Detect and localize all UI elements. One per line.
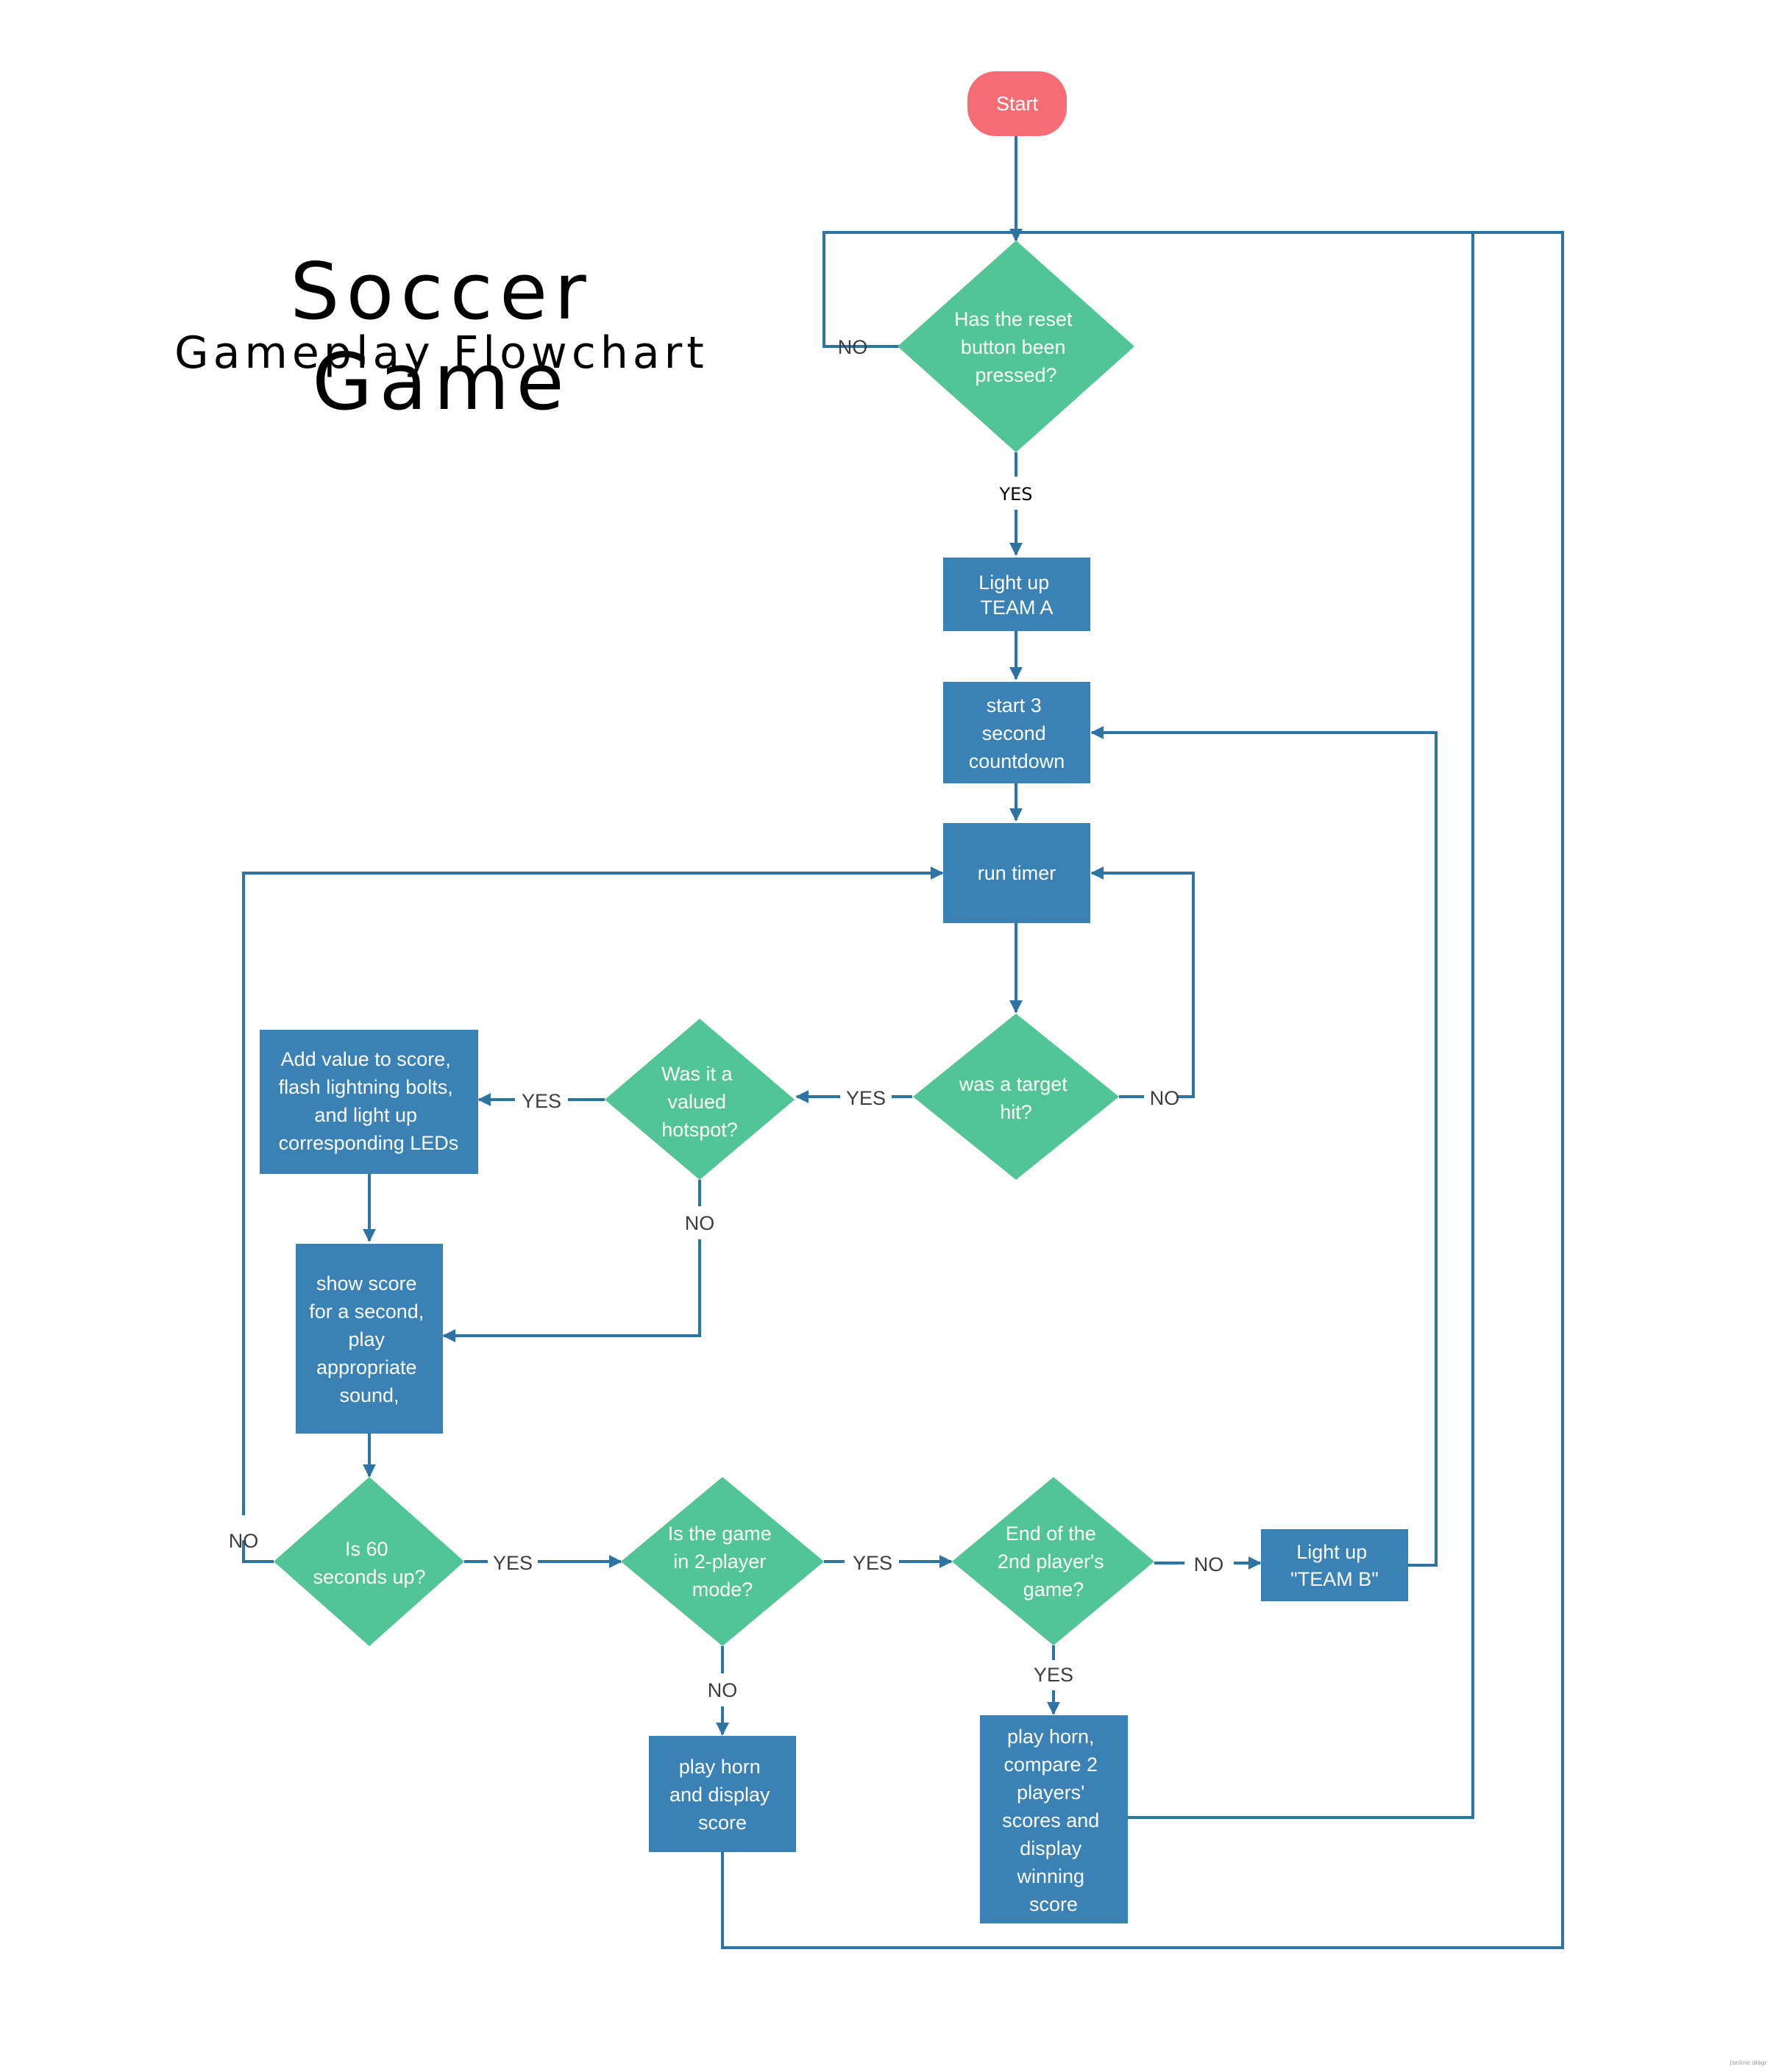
light-team-a-process: Light up TEAM A [943,558,1090,631]
end-second-game-decision-shape [952,1477,1154,1645]
footer-watermark: [online diagr [1730,2059,1767,2066]
target-hit-decision: was a target hit? [913,1014,1119,1180]
countdown-process: start 3 second countdown [943,682,1090,783]
sixty-seconds-decision-shape [274,1477,464,1646]
show-score-process: show score for a second, play appropriat… [296,1244,443,1434]
horn-display-text: play horn and display score [669,1756,775,1834]
label-sixty-yes: YES [493,1552,533,1574]
start-shape [967,71,1067,136]
label-reset-no: NO [838,336,868,358]
horn-display-process: play horn and display score [649,1736,796,1852]
connector-hit-no-back [1090,866,1195,1098]
two-player-decision-text: Is the game in 2-player mode? [668,1523,778,1601]
reset-decision-text: Has the reset button been pressed? [954,308,1078,386]
label-two-no: NO [708,1679,738,1701]
light-team-a-shape [943,558,1090,631]
countdown-text: start 3 second countdown [969,694,1065,772]
label-hit-no: NO [1150,1087,1180,1109]
connector-sixty-no [242,1540,274,1563]
run-timer-shape [943,823,1090,923]
connector-hotspot-no-arrow [442,1239,701,1342]
add-value-process: Add value to score, flash lightning bolt… [260,1030,478,1174]
valued-hotspot-decision: Was it a valued hotspot? [605,1019,795,1180]
light-team-b-shape [1261,1529,1408,1601]
light-team-b-text: Light up "TEAM B" [1290,1541,1379,1590]
add-value-shape [260,1030,478,1174]
sixty-seconds-decision: Is 60 seconds up? [274,1477,464,1646]
label-two-yes: YES [853,1552,892,1574]
light-team-a-text: Light up TEAM A [978,572,1055,619]
connectors [242,136,1564,1949]
sixty-seconds-decision-text: Is 60 seconds up? [313,1538,425,1588]
show-score-shape [296,1244,443,1434]
horn-display-shape [649,1736,796,1852]
light-team-b-process: Light up "TEAM B" [1261,1529,1408,1601]
connector-labels: NO YES YES NO YES NO NO YES YES NO NO YE… [229,336,1224,1701]
connector-horn-display-loop [721,231,1564,1949]
run-timer-process: run timer [943,823,1090,923]
connector-reset-no-loop [822,231,1016,348]
page-subtitle: Gameplay Flowchart [174,327,708,379]
countdown-shape [943,682,1090,783]
label-sixty-no: NO [229,1530,259,1552]
valued-hotspot-decision-text: Was it a valued hotspot? [661,1063,738,1141]
target-hit-decision-shape [913,1014,1119,1180]
run-timer-text: run timer [978,862,1056,884]
target-hit-decision-text: was a target hit? [959,1073,1073,1123]
label-reset-yes: YES [998,484,1032,505]
connector-compare-loop [1016,231,1474,1819]
show-score-text: show score for a second, play appropriat… [309,1272,430,1406]
add-value-text: Add value to score, flash lightning bolt… [279,1048,459,1154]
start-label: Start [996,93,1039,115]
reset-decision: Has the reset button been pressed? [898,241,1134,452]
label-end-yes: YES [1034,1664,1073,1686]
end-second-game-decision-text: End of the 2nd player's game? [998,1523,1109,1601]
horn-compare-text: play horn, compare 2 players' scores and… [1002,1726,1105,1915]
label-end-no: NO [1194,1553,1224,1576]
valued-hotspot-decision-shape [605,1019,795,1180]
two-player-decision-shape [621,1477,824,1646]
label-hotspot-yes: YES [522,1090,561,1112]
label-hotspot-no: NO [685,1212,715,1234]
connector-team-b-to-countdown [1090,726,1438,1567]
horn-compare-process: play horn, compare 2 players' scores and… [980,1715,1128,1923]
start-terminal: Start [967,71,1067,136]
two-player-decision: Is the game in 2-player mode? [621,1477,824,1646]
end-second-game-decision: End of the 2nd player's game? [952,1477,1154,1645]
label-hit-yes: YES [846,1087,886,1109]
horn-compare-shape [980,1715,1128,1923]
connector-sixty-no-loop [242,866,944,1515]
reset-decision-shape [898,241,1134,452]
page-title: Soccer Game [290,246,593,427]
